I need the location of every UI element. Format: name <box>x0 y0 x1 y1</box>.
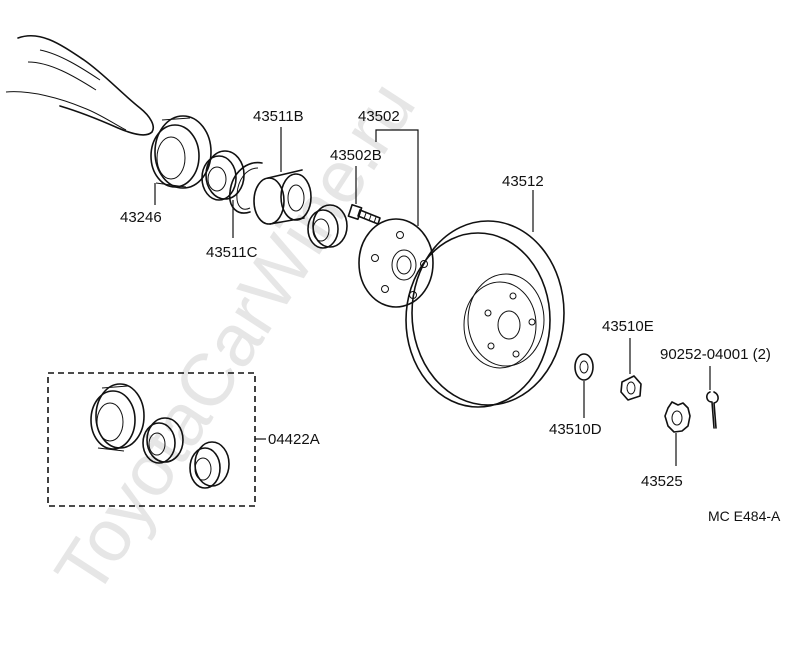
bearing-43511B <box>253 127 312 225</box>
label-43525: 43525 <box>641 473 683 490</box>
label-90252-04001: 90252-04001 (2) <box>660 346 771 363</box>
label-43502: 43502 <box>358 108 400 125</box>
label-43511C: 43511C <box>206 244 258 261</box>
label-43246: 43246 <box>120 209 162 226</box>
label-43511B: 43511B <box>253 108 304 125</box>
axle-hub-43502 <box>358 129 434 308</box>
label-04422A: 04422A <box>268 431 320 448</box>
pointing-hand-icon <box>5 34 155 136</box>
inner-bearing-43511C <box>201 150 245 238</box>
nut-43510E <box>620 338 642 401</box>
label-43502B: 43502B <box>330 147 382 164</box>
outer-bearing <box>307 204 348 249</box>
snap-ring <box>228 161 263 214</box>
diagram-code: MC E484-A <box>708 508 781 524</box>
bearing-kit-box-04422A <box>47 372 266 507</box>
label-43512: 43512 <box>502 173 544 190</box>
washer-43510D <box>574 353 594 418</box>
nut-lock-cap-43525 <box>664 401 691 466</box>
dust-seal-43246 <box>150 115 212 205</box>
label-43510D: 43510D <box>549 421 602 438</box>
label-43510E: 43510E <box>602 318 654 335</box>
disc-rotor-43512 <box>405 190 565 408</box>
cotter-pin-90252 <box>706 366 719 429</box>
